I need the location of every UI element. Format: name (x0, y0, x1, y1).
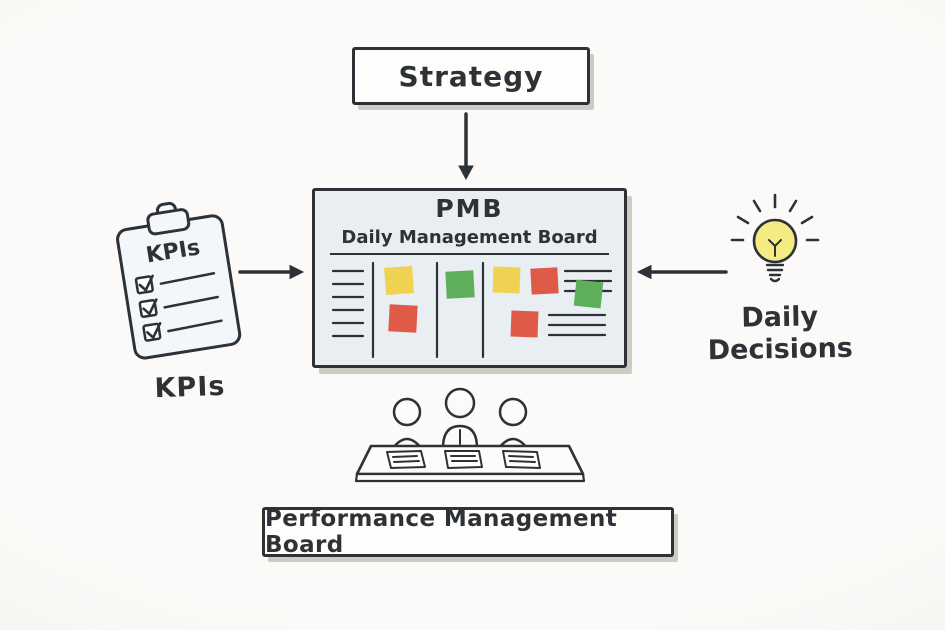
row-lines-left (331, 269, 365, 338)
table-edge (354, 472, 586, 483)
sticky-note-green-2 (573, 279, 604, 309)
board-grid (331, 261, 613, 359)
arrow-left-icon (636, 264, 728, 280)
checklist (134, 272, 223, 342)
clipboard-body (116, 214, 242, 360)
header-divider (330, 253, 609, 255)
column-dividers (371, 261, 485, 359)
sticky-note-yellow-2 (492, 266, 521, 294)
person-left-head (392, 397, 422, 427)
pmb-board: PMB Daily Management Board (312, 188, 627, 368)
sticky-note-green (445, 270, 475, 299)
lightbulb-filament (768, 239, 782, 257)
kpis-caption: KPIs (154, 370, 226, 405)
sticky-note-red-3 (510, 310, 539, 338)
strategy-box: Strategy (352, 47, 590, 105)
clipboard-knob (155, 201, 177, 218)
lightbulb-glass (752, 218, 798, 264)
footer-label: Performance Management Board (265, 506, 618, 558)
clipboard-icon: KPIs (116, 201, 242, 360)
sticky-note-red (388, 304, 418, 333)
clipboard-title: KPIs (144, 235, 202, 268)
lightbulb-icon (730, 193, 820, 283)
pmb-title: PMB (435, 194, 504, 223)
clipboard-clip (146, 208, 191, 236)
daily-decisions-label: Daily Decisions (694, 301, 865, 368)
daily-decisions-line2: Decisions (707, 332, 854, 367)
table-top (355, 444, 585, 476)
table-papers (386, 450, 541, 469)
person-middle-head (444, 387, 476, 419)
person-right-shoulders (497, 437, 529, 450)
lightbulb-base (765, 263, 785, 283)
arrow-right-icon (238, 264, 305, 280)
arrow-down-icon (458, 112, 474, 181)
lightbulb-rays (730, 193, 820, 242)
sticky-note-yellow (384, 266, 414, 295)
person-middle-body (441, 424, 479, 450)
team-table-icon (354, 387, 586, 483)
pmb-subtitle: Daily Management Board (341, 227, 598, 248)
daily-decisions-line1: Daily (741, 301, 819, 334)
sticky-note-red-2 (530, 267, 559, 295)
note-lines-right-bottom (547, 313, 607, 337)
footer-box: Performance Management Board (262, 506, 674, 558)
person-left-shoulders (391, 437, 423, 450)
strategy-label: Strategy (398, 59, 544, 93)
person-right-head (498, 397, 528, 427)
